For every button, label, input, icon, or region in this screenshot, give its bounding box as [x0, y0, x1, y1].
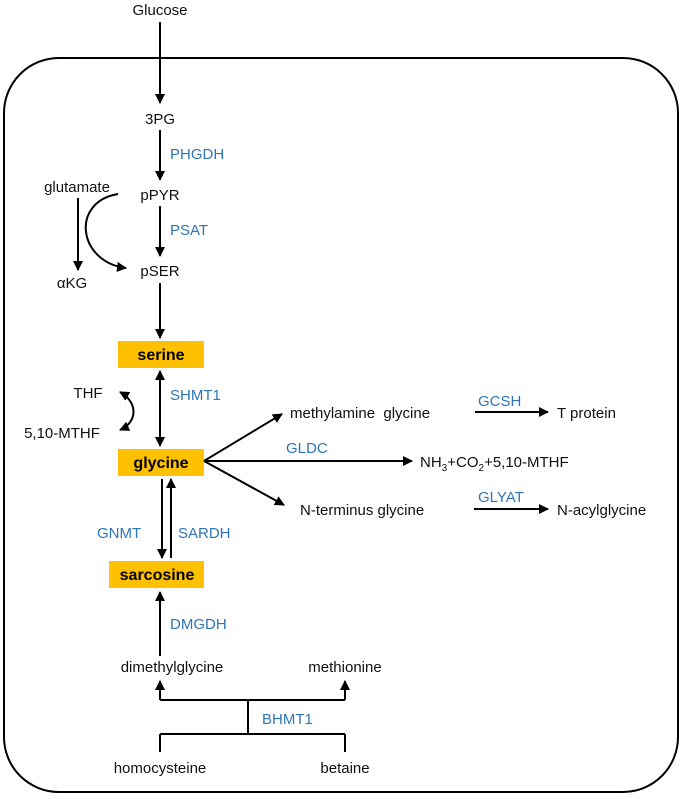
- enzyme-psat: PSAT: [170, 222, 208, 239]
- label-betaine: betaine: [320, 760, 369, 777]
- enzyme-glyat: GLYAT: [478, 489, 524, 506]
- nh3-subscript: 3: [442, 463, 448, 474]
- label-3pg: 3PG: [145, 111, 175, 128]
- enzyme-gldc: GLDC: [286, 440, 328, 457]
- cell-boundary: [3, 57, 679, 793]
- label-homocysteine: homocysteine: [114, 760, 207, 777]
- arrow-curve-glutamate-to-pser: [84, 193, 127, 272]
- sarcosine-highlight-box: [109, 561, 204, 588]
- label-5-10-mthf: 5,10-MTHF: [24, 425, 100, 442]
- label-serine: serine: [137, 347, 184, 364]
- serine-highlight-box: [118, 341, 204, 368]
- arrow-thf-mthf: [119, 391, 135, 431]
- enzyme-sardh: SARDH: [178, 525, 231, 542]
- label-akg: αKG: [57, 275, 87, 292]
- nh3-part2: +CO: [447, 454, 478, 471]
- enzyme-shmt1: SHMT1: [170, 387, 221, 404]
- enzyme-gnmt: GNMT: [97, 525, 141, 542]
- label-t-protein: T protein: [557, 405, 616, 422]
- enzyme-bhmt1: BHMT1: [262, 711, 313, 728]
- label-methionine: methionine: [308, 659, 381, 676]
- arrow-glycine-n-terminus: [203, 460, 285, 506]
- label-pser: pSER: [140, 263, 179, 280]
- glycine-highlight-box: [118, 449, 204, 476]
- label-thf: THF: [73, 385, 102, 402]
- label-ppyr: pPYR: [140, 187, 179, 204]
- enzyme-gcsh: GCSH: [478, 393, 521, 410]
- label-methylamine-glycine: methylamine glycine: [290, 405, 430, 422]
- arrow-glycine-methylamine: [203, 413, 283, 462]
- enzyme-phgdh: PHGDH: [170, 146, 224, 163]
- label-glucose: Glucose: [132, 2, 187, 19]
- label-n-acylglycine: N-acylglycine: [557, 502, 646, 519]
- nh3-part3: +5,10-MTHF: [484, 454, 569, 471]
- nh3-part1: NH: [420, 454, 442, 471]
- label-nh3-co2-mthf: NH3+CO2+5,10-MTHF: [420, 454, 569, 474]
- label-glycine: glycine: [133, 455, 188, 472]
- label-n-terminus-glycine: N-terminus glycine: [300, 502, 424, 519]
- label-glutamate: glutamate: [44, 179, 110, 196]
- enzyme-dmgdh: DMGDH: [170, 616, 227, 633]
- label-sarcosine: sarcosine: [120, 567, 195, 584]
- label-dimethylglycine: dimethylglycine: [121, 659, 224, 676]
- co2-subscript: 2: [479, 463, 485, 474]
